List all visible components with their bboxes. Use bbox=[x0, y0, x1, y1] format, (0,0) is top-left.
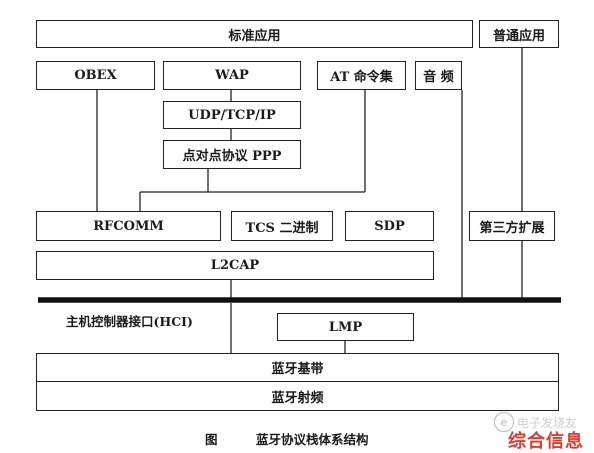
watermark-faint-text: 电子发烧友 bbox=[517, 416, 578, 430]
figure-caption: 蓝牙协议栈体系结构 bbox=[256, 432, 369, 447]
obex-label: OBEX bbox=[74, 68, 117, 83]
common-applications-box: 普通应用 bbox=[479, 20, 559, 48]
standard-applications-box: 标准应用 bbox=[36, 20, 473, 48]
watermark-brand: 综合信息 bbox=[508, 431, 584, 452]
l2cap-box: L2CAP bbox=[36, 251, 434, 280]
standard-applications-label: 标准应用 bbox=[228, 28, 281, 44]
audio-label: 音 频 bbox=[423, 70, 454, 85]
wap-box: WAP bbox=[163, 61, 301, 90]
radio-box: 蓝牙射频 bbox=[36, 381, 559, 411]
sdp-label: SDP bbox=[374, 218, 405, 234]
hci-label: 主机控制器接口(HCI) bbox=[66, 314, 193, 329]
at-command-label: AT 命令集 bbox=[330, 70, 393, 85]
rfcomm-box: RFCOMM bbox=[36, 211, 221, 241]
lmp-label: LMP bbox=[328, 319, 363, 335]
at-command-box: AT 命令集 bbox=[317, 61, 406, 90]
wap-label: WAP bbox=[215, 68, 249, 83]
ppp-label: 点对点协议 PPP bbox=[182, 149, 282, 164]
lmp-box: LMP bbox=[277, 313, 414, 341]
l2cap-label: L2CAP bbox=[210, 258, 260, 273]
baseband-box: 蓝牙基带 bbox=[36, 353, 559, 382]
baseband-label: 蓝牙基带 bbox=[271, 362, 324, 377]
e-logo-icon: e bbox=[494, 412, 514, 432]
rfcomm-label: RFCOMM bbox=[93, 218, 164, 234]
udp-tcp-ip-label: UDP/TCP/IP bbox=[188, 107, 276, 123]
tcs-binary-label: TCS 二进制 bbox=[245, 220, 319, 236]
ppp-box: 点对点协议 PPP bbox=[163, 140, 301, 169]
tcs-binary-box: TCS 二进制 bbox=[231, 211, 333, 241]
udp-tcp-ip-box: UDP/TCP/IP bbox=[163, 101, 301, 129]
third-party-extension-label: 第三方扩展 bbox=[479, 220, 545, 236]
common-applications-label: 普通应用 bbox=[492, 28, 545, 44]
sdp-box: SDP bbox=[345, 211, 434, 241]
audio-box: 音 频 bbox=[415, 61, 462, 90]
figure-number: 图 bbox=[205, 432, 218, 447]
third-party-extension-box: 第三方扩展 bbox=[469, 211, 555, 241]
obex-box: OBEX bbox=[36, 61, 155, 90]
radio-label: 蓝牙射频 bbox=[271, 390, 324, 406]
